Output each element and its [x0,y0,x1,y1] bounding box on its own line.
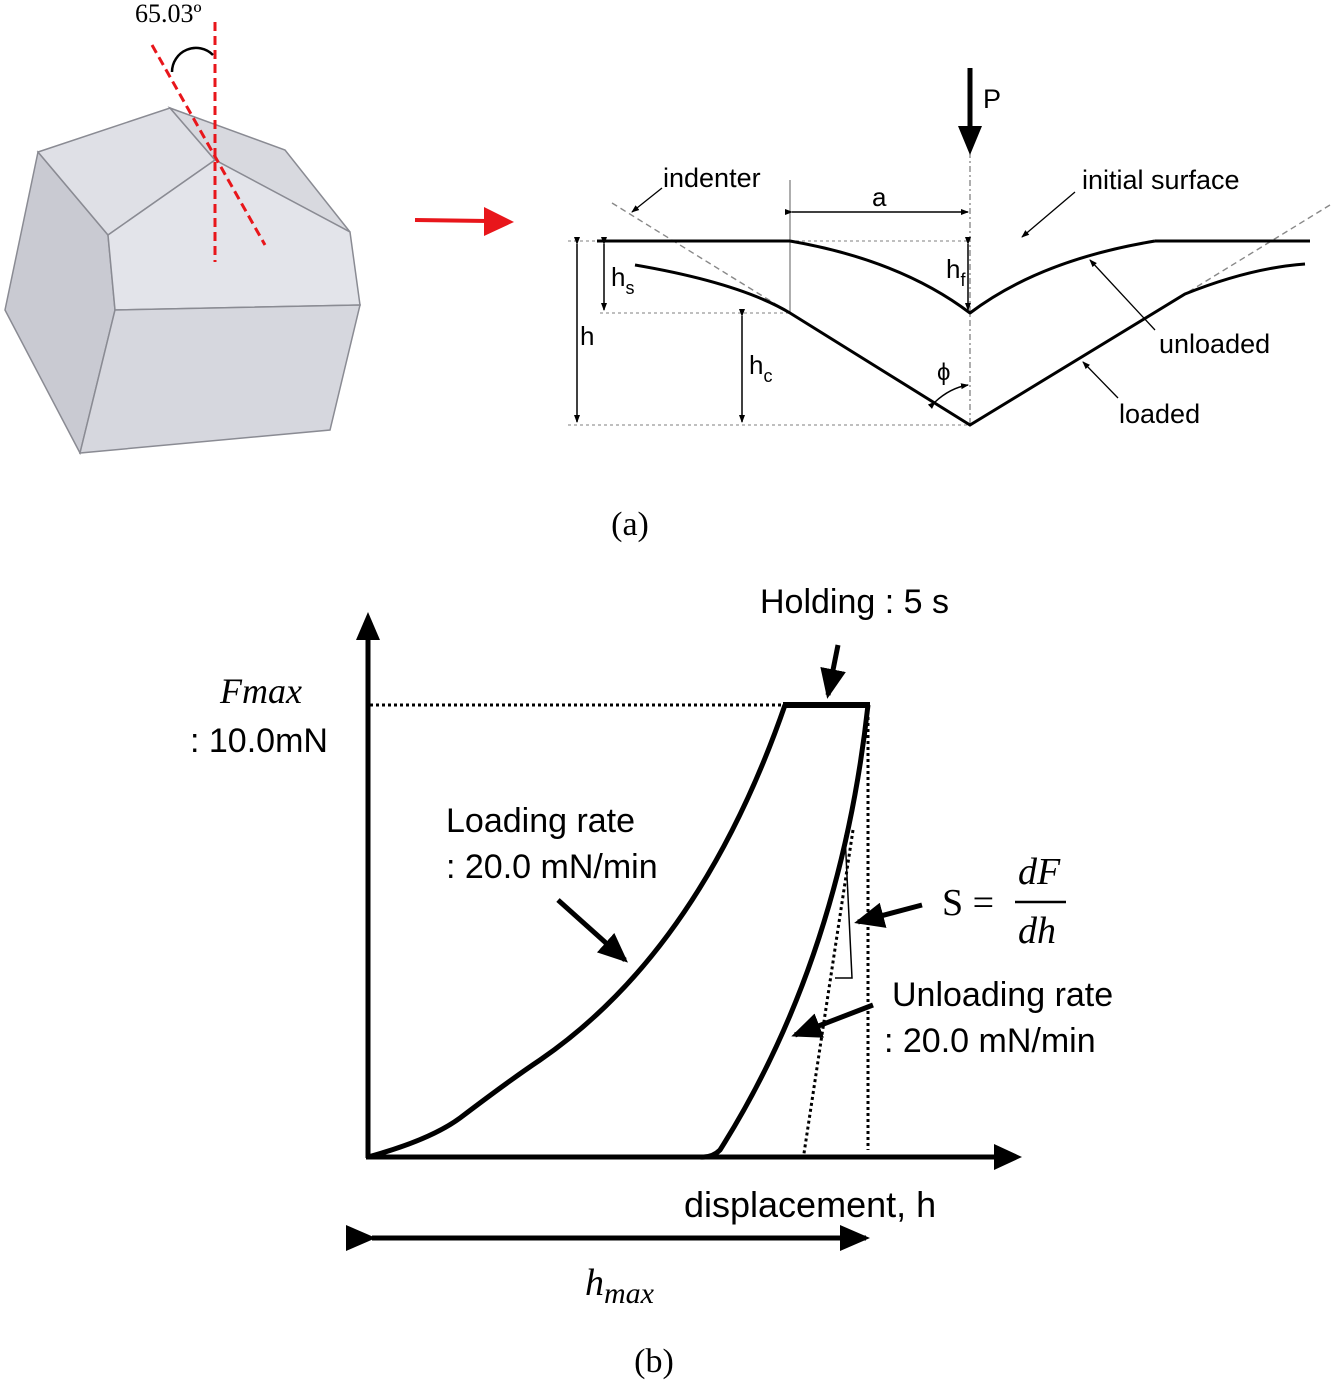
red-arrow-icon [414,207,514,236]
stiffness-denominator: dh [1018,910,1056,952]
loading-arrow [556,898,628,963]
hc-label: hc [749,350,772,386]
unloaded-label: unloaded [1159,329,1270,359]
initial-surface-leader [1021,191,1076,238]
y-axis-arrow-icon [356,612,380,640]
slope-triangle [835,834,853,979]
berkovich-indenter-3d [4,106,361,456]
tangent-dotted-line [801,829,855,1161]
unloaded-leader [1089,259,1156,331]
load-arrow-head-icon [958,126,982,155]
holding-label: Holding : 5 s [760,583,949,621]
loading-rate-label: Loading rate [446,802,635,840]
x-axis-arrow-icon [994,1144,1022,1170]
caption-b: (b) [634,1343,674,1380]
hf-label: hf [946,254,966,290]
holding-arrow [820,644,846,699]
unloading-rate-value: : 20.0 mN/min [884,1022,1096,1060]
stiffness-lhs: S = [942,882,994,924]
h-label: h [580,321,594,351]
a-label: a [872,182,887,212]
hmax-label: hmax [585,1262,655,1310]
fmax-value: : 10.0mN [190,722,328,760]
unloading-arrow [791,1002,874,1038]
unloading-rate-label: Unloading rate [892,976,1113,1014]
loading-curve [367,704,788,1160]
angle-arc [170,46,214,73]
hs-label: hs [611,262,634,298]
unloading-curve [699,704,871,1160]
load-label: P [983,84,1001,114]
indenter-leader [631,187,663,213]
caption-a: (a) [611,506,649,543]
loaded-label: loaded [1119,399,1200,429]
initial-surface-label: initial surface [1082,165,1240,195]
loading-rate-value: : 20.0 mN/min [446,848,658,886]
fmax-label: Fmax [219,671,302,711]
phi-label: ϕ [937,359,950,386]
loaded-leader [1082,361,1119,399]
indenter-face-line [150,44,267,246]
stiffness-arrow [854,902,923,928]
angle-label: 65.03º [135,0,202,28]
x-axis-label: displacement, h [684,1184,936,1225]
stiffness-numerator: dF [1018,851,1061,893]
indenter-label: indenter [663,163,761,193]
load-displacement-plot [356,612,1022,1170]
phi-arc [927,383,969,409]
